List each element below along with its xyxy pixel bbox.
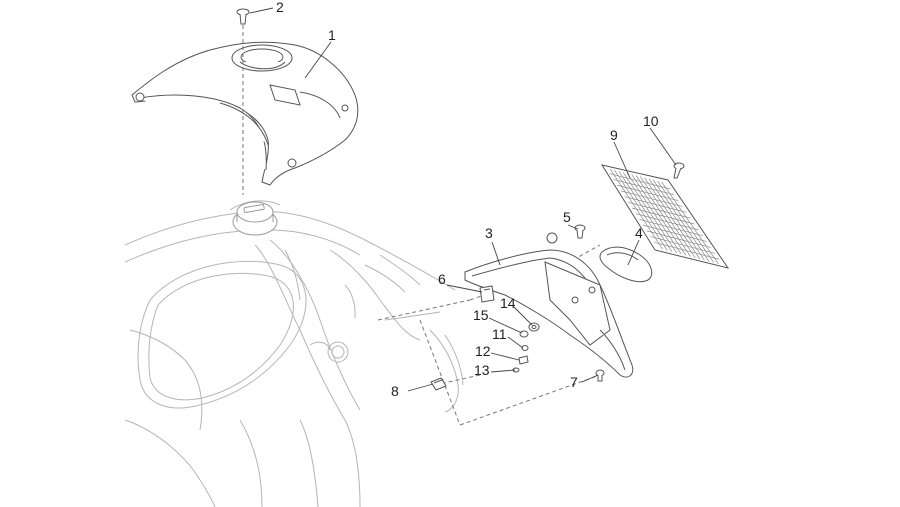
callout-7: 7 xyxy=(570,374,578,390)
plate-grid-line xyxy=(648,178,705,261)
fuel-cap-outline xyxy=(232,201,278,236)
plate-grid-line xyxy=(639,219,703,237)
part-1-upper-cover xyxy=(131,41,359,186)
part-7-screw xyxy=(595,369,605,382)
callout-11: 11 xyxy=(492,326,507,342)
callout-2: 2 xyxy=(276,0,284,15)
callout-8: 8 xyxy=(391,383,399,399)
callout-6: 6 xyxy=(438,271,446,287)
callout-12: 12 xyxy=(475,343,491,359)
plate-grid-line xyxy=(644,177,701,260)
callout-3: 3 xyxy=(485,225,493,241)
plate-grid-line xyxy=(639,176,696,258)
plate-grid-line xyxy=(646,230,711,248)
part-14-washer xyxy=(528,322,540,332)
part-2-screw xyxy=(236,8,250,25)
plate-grid-line xyxy=(652,179,710,262)
part-11-bulb xyxy=(521,345,529,351)
callout-15: 15 xyxy=(473,307,489,323)
plate-grid-line xyxy=(650,236,715,254)
part-9-license-plate xyxy=(600,164,730,269)
leader-lines xyxy=(249,7,677,392)
part-15-nut xyxy=(519,330,529,338)
plate-grid-line xyxy=(635,175,691,257)
callout-1: 1 xyxy=(328,27,336,43)
part-8-connector xyxy=(430,377,447,391)
plate-grid-line xyxy=(661,181,719,264)
part-10-screw xyxy=(673,162,685,179)
plate-grid-line xyxy=(654,241,720,260)
part-4-lamp-lens xyxy=(599,246,653,283)
callout-10: 10 xyxy=(643,113,659,129)
part-3-license-bracket xyxy=(464,232,634,378)
plate-grid-line xyxy=(643,224,707,242)
callout-5: 5 xyxy=(563,209,571,225)
scooter-frame-outline xyxy=(124,200,464,507)
plate-grid-line xyxy=(657,180,715,263)
plate-grid-line xyxy=(635,213,699,231)
callout-14: 14 xyxy=(500,295,516,311)
part-12-bulb-holder xyxy=(518,355,529,365)
callout-4: 4 xyxy=(635,225,643,241)
part-6-clip xyxy=(479,285,495,303)
part-5-bolt xyxy=(574,224,586,239)
callout-9: 9 xyxy=(610,127,618,143)
callout-13: 13 xyxy=(474,362,490,378)
